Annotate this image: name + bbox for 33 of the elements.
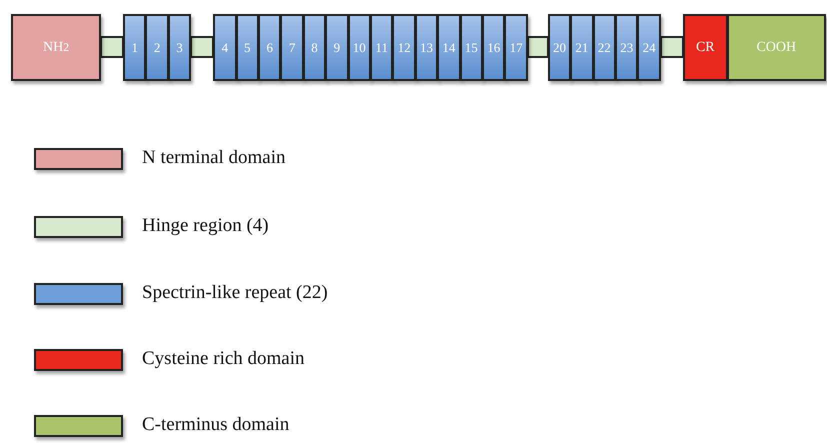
repeat-block: 1 (123, 14, 146, 81)
hinge-segment (100, 36, 124, 58)
legend-label: Cysteine rich domain (142, 348, 305, 370)
repeat-block: 3 (168, 14, 192, 81)
legend-label: C-terminus domain (142, 414, 290, 436)
cysteine-rich-block: CR (682, 14, 728, 81)
repeat-block: 23 (615, 14, 638, 81)
repeat-block: 16 (482, 14, 506, 81)
repeat-block: 4 (213, 14, 237, 81)
repeat-block: 17 (504, 14, 528, 81)
hinge-segment (526, 36, 549, 58)
c-terminus-block: COOH (726, 14, 826, 81)
repeat-block: 10 (348, 14, 371, 81)
repeat-block: 13 (414, 14, 438, 81)
hinge-segment (660, 36, 684, 58)
legend-label: N terminal domain (142, 147, 286, 169)
repeat-block: 2 (145, 14, 169, 81)
repeat-block: 9 (325, 14, 349, 81)
hinge-segment (190, 36, 214, 58)
repeat-block: 14 (437, 14, 461, 81)
legend-label: Spectrin-like repeat (22) (142, 282, 328, 304)
repeat-block: 24 (637, 14, 661, 81)
repeat-block: 22 (592, 14, 616, 81)
repeat-block: 12 (392, 14, 416, 81)
repeat-block: 21 (570, 14, 594, 81)
repeat-block: 8 (302, 14, 326, 81)
repeat-block: 15 (460, 14, 483, 81)
repeat-block: 7 (280, 14, 304, 81)
legend-label: Hinge region (4) (142, 215, 269, 237)
repeat-block: 11 (370, 14, 394, 81)
repeat-block: 20 (548, 14, 572, 81)
repeat-block: 6 (258, 14, 282, 81)
repeat-block: 5 (236, 14, 259, 81)
